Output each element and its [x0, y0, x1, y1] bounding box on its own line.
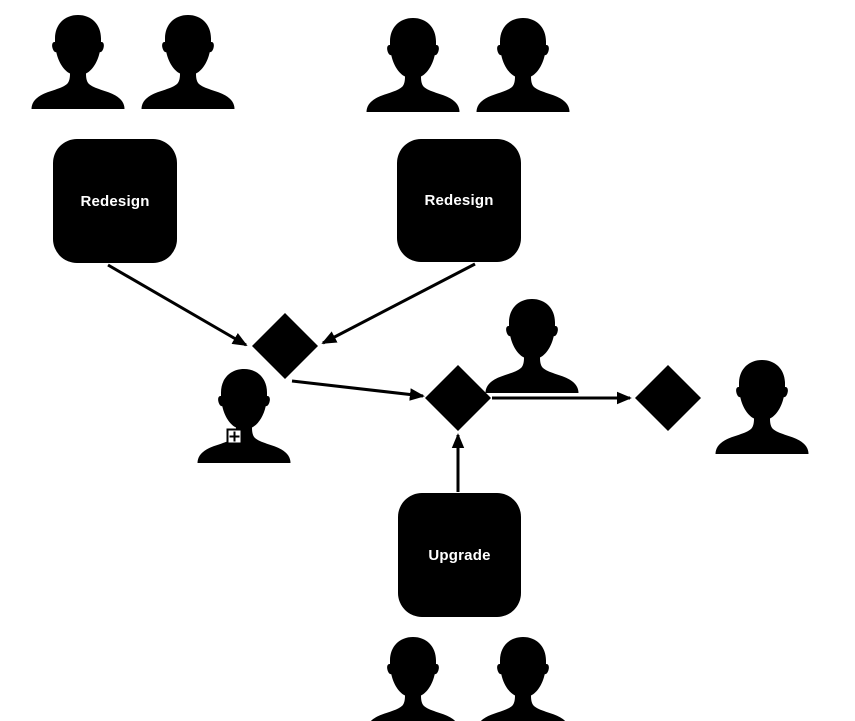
person-icon[interactable]	[31, 15, 125, 109]
task-node-redesign-right[interactable]: Redesign	[397, 139, 521, 262]
connector-arrow[interactable]	[107, 263, 248, 347]
task-node-redesign-left[interactable]: Redesign	[53, 139, 177, 263]
person-icon[interactable]	[366, 18, 460, 112]
decision-diamond[interactable]	[425, 365, 491, 431]
task-node-label: Upgrade	[428, 546, 491, 564]
person-icon[interactable]	[141, 15, 235, 109]
person-icon[interactable]	[476, 18, 570, 112]
person-icon[interactable]	[485, 299, 579, 393]
task-node-label: Redesign	[80, 192, 150, 210]
add-cursor-icon	[226, 428, 243, 445]
decision-diamond[interactable]	[635, 365, 701, 431]
person-icon[interactable]	[197, 369, 291, 463]
decision-diamond[interactable]	[252, 313, 318, 379]
connector-arrow[interactable]	[321, 262, 476, 345]
person-icon[interactable]	[476, 637, 570, 721]
connector-arrow[interactable]	[291, 379, 425, 401]
person-icon[interactable]	[366, 637, 460, 721]
task-node-label: Redesign	[424, 192, 494, 209]
task-node-upgrade[interactable]: Upgrade	[398, 493, 521, 617]
person-icon[interactable]	[715, 360, 809, 454]
